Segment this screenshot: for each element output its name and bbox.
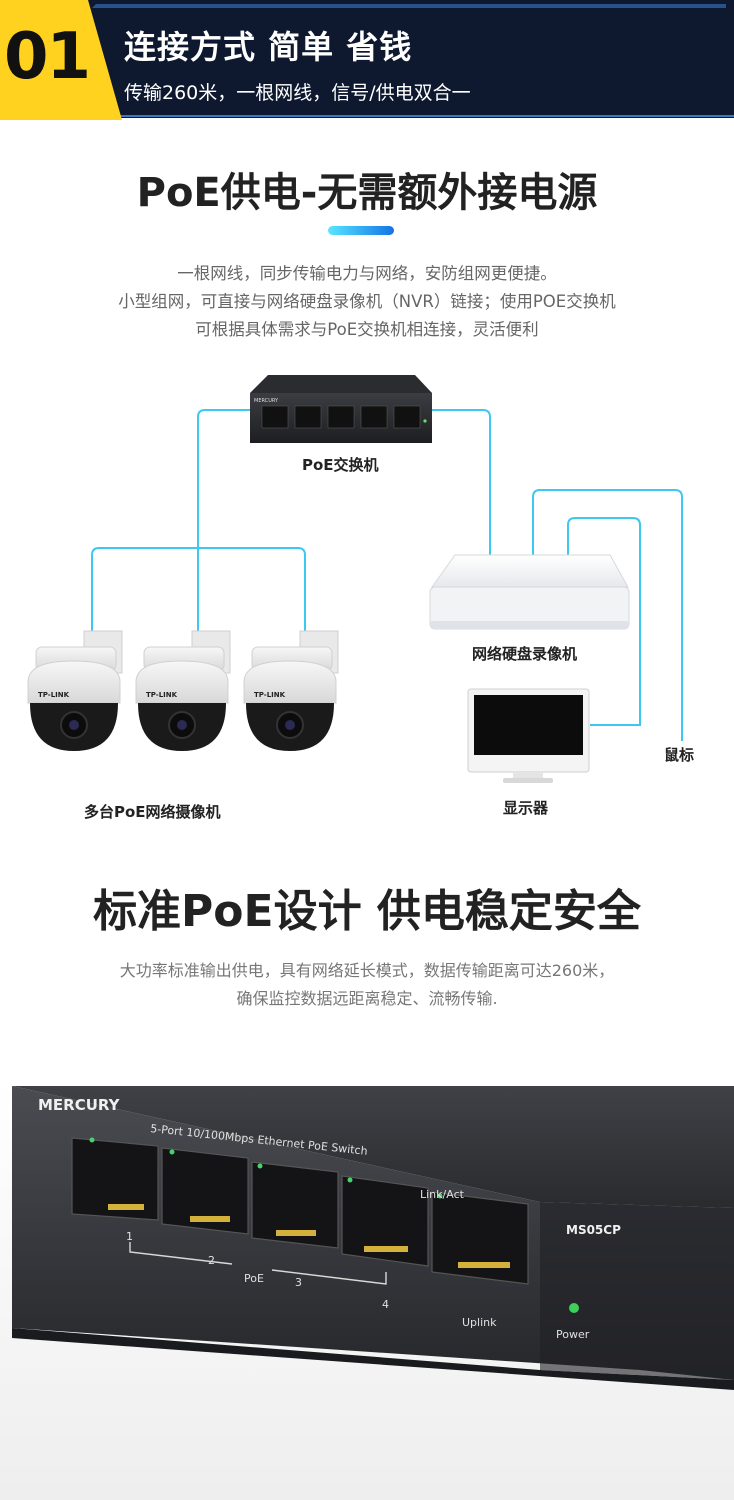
switch-label: PoE交换机 <box>302 456 379 474</box>
nvr-image <box>429 554 630 630</box>
switch-model: MS05CP <box>566 1223 621 1237</box>
port-group <box>71 1137 529 1285</box>
camera-2: TP-LINK <box>135 630 231 751</box>
section2-description: 大功率标准输出供电，具有网络延长模式，数据传输距离可达260米， 确保监控数据远… <box>0 957 734 1013</box>
diagram-graphic: MERCURY TP-LI <box>27 375 683 783</box>
section1-line-1: 一根网线，同步传输电力与网络，安防组网更便捷。 <box>177 264 557 283</box>
power-label: Power <box>556 1328 590 1341</box>
poe-bracket <box>129 1242 387 1285</box>
banner-background <box>0 0 734 120</box>
switch-link-label: Link/Act <box>420 1188 465 1201</box>
banner-subtitle: 传输260米，一根网线，信号/供电双合一 <box>124 82 471 104</box>
port-number-1: 1 <box>126 1230 133 1243</box>
poe-switch-image: MERCURY <box>250 375 432 443</box>
accent-bar <box>328 226 394 235</box>
nvr-label: 网络硬盘录像机 <box>472 645 578 663</box>
uplink-label: Uplink <box>462 1316 497 1329</box>
camera-brand: TP-LINK <box>146 691 178 699</box>
port-number-3: 3 <box>295 1276 302 1289</box>
port-pins <box>108 1204 510 1268</box>
banner-title: 连接方式 简单 省钱 <box>124 28 413 66</box>
section2-line-1: 大功率标准输出供电，具有网络延长模式，数据传输距离可达260米， <box>119 961 615 980</box>
switch-product-photo: MERCURY 5-Port 10/100Mbps Ethernet PoE S… <box>0 1080 734 1500</box>
section1-description: 一根网线，同步传输电力与网络，安防组网更便捷。 小型组网，可直接与网络硬盘录像机… <box>0 260 734 344</box>
port-number-2: 2 <box>208 1254 215 1267</box>
port-leds <box>89 1137 443 1199</box>
switch-brand: MERCURY <box>38 1096 121 1114</box>
camera-1: TP-LINK <box>27 630 123 751</box>
header-banner: 01 连接方式 简单 省钱 传输260米，一根网线，信号/供电双合一 <box>0 0 734 120</box>
camera-brand: TP-LINK <box>254 691 286 699</box>
connection-diagram: MERCURY TP-LI <box>0 365 734 845</box>
section-number: 01 <box>4 20 91 94</box>
camera-3: TP-LINK <box>243 630 339 751</box>
cameras-label: 多台PoE网络摄像机 <box>84 803 221 821</box>
section1-line-2: 小型组网，可直接与网络硬盘录像机（NVR）链接；使用POE交换机 <box>118 292 616 311</box>
monitor-image <box>467 688 590 783</box>
switch-brand-small: MERCURY <box>254 398 279 404</box>
section2-heading: 标准PoE设计 供电稳定安全 <box>93 886 641 937</box>
section1-heading: PoE供电-无需额外接电源 <box>136 170 598 216</box>
network-cables <box>91 409 683 741</box>
camera-brand: TP-LINK <box>38 691 70 699</box>
mouse-label: 鼠标 <box>664 746 695 764</box>
section2-line-2: 确保监控数据远距离稳定、流畅传输. <box>236 989 498 1008</box>
section1-line-3: 可根据具体需求与PoE交换机相连接，灵活便利 <box>195 320 539 339</box>
switch-graphic: MERCURY 5-Port 10/100Mbps Ethernet PoE S… <box>0 1080 734 1500</box>
monitor-label: 显示器 <box>503 799 549 817</box>
port-number-4: 4 <box>382 1298 389 1311</box>
poe-label: PoE <box>244 1272 264 1285</box>
power-led <box>569 1303 579 1313</box>
